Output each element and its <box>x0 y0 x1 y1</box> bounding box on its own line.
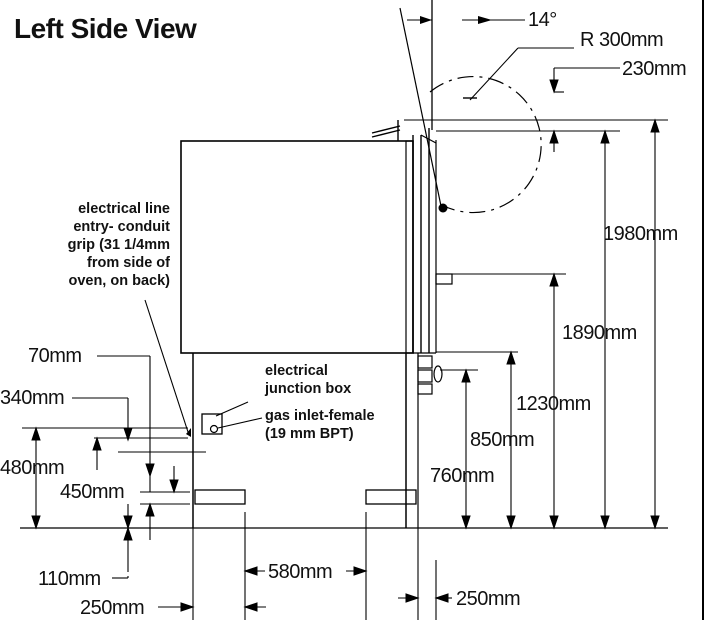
label-850mm: 850mm <box>470 429 534 451</box>
conduit-line-4: from side of <box>87 255 170 271</box>
callout-conduit: electrical line entry- conduit grip (31 … <box>68 201 171 289</box>
label-110mm: 110mm <box>38 568 101 590</box>
oven-stand <box>186 353 443 528</box>
label-1890mm: 1890mm <box>562 322 637 344</box>
right-extension-lines <box>404 91 668 371</box>
label-70mm: 70mm <box>28 345 82 367</box>
bottom-dimension-lines <box>158 512 452 620</box>
label-480mm: 480mm <box>0 457 64 479</box>
gas-inlet-shape <box>209 424 219 434</box>
conduit-line-1: electrical line <box>78 201 170 217</box>
label-250mm-left: 250mm <box>80 597 144 619</box>
label-760mm: 760mm <box>430 465 494 487</box>
label-1230mm: 1230mm <box>516 393 591 415</box>
label-250mm-right: 250mm <box>456 588 520 610</box>
callout-junction-box: electrical junction box <box>264 363 351 397</box>
oven-body <box>180 120 453 354</box>
gas-line-1: gas inlet-female <box>265 408 375 424</box>
label-450mm: 450mm <box>60 481 124 503</box>
label-230mm: 230mm <box>622 58 686 80</box>
junction-line-2: junction box <box>264 381 351 397</box>
door-swing <box>399 0 574 214</box>
conduit-line-2: entry- conduit <box>73 219 170 235</box>
label-1980mm: 1980mm <box>603 223 678 245</box>
gas-line-2: (19 mm BPT) <box>265 426 354 442</box>
label-580mm: 580mm <box>268 561 332 583</box>
label-340mm: 340mm <box>0 387 64 409</box>
conduit-line-3: grip (31 1/4mm <box>68 237 170 253</box>
callout-leaders <box>144 299 263 433</box>
junction-line-1: electrical <box>265 363 328 379</box>
label-radius: R 300mm <box>580 29 663 51</box>
left-dimension-lines <box>22 355 206 579</box>
drawing-title: Left Side View <box>14 13 197 44</box>
dimension-labels: 14° R 300mm 230mm 1980mm 1890mm 1230mm 8… <box>0 9 687 619</box>
callout-gas-inlet: gas inlet-female (19 mm BPT) <box>265 408 375 442</box>
label-angle: 14° <box>528 9 557 31</box>
junction-box-shape <box>201 413 223 435</box>
right-dimension-lines <box>461 67 660 530</box>
conduit-line-5: oven, on back) <box>68 273 170 289</box>
